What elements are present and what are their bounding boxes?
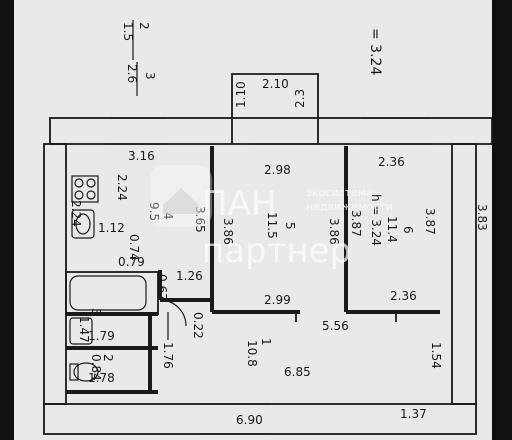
washbasin-icon <box>69 317 93 345</box>
room-3-number: 3 <box>89 308 103 316</box>
kitchen-sink-icon <box>71 209 95 239</box>
burner-icon <box>86 178 96 188</box>
room-2-area: 0.84 <box>89 354 103 381</box>
dim-1-79: 1.79 <box>88 329 115 343</box>
dim-0-22: 0.22 <box>191 312 205 339</box>
room-1-number: 1 <box>259 338 273 346</box>
dimensions: 2.10 1.10 2.3 = 3.24 2 1.5 3 2.6 3.16 2.… <box>69 20 489 427</box>
dim-3-86-a: 3.86 <box>221 218 235 245</box>
house-shape-icon <box>163 188 199 214</box>
door-swing-icon <box>159 299 187 327</box>
dim-2-36-bottom: 2.36 <box>390 289 417 303</box>
dim-3-86-b: 3.86 <box>327 218 341 245</box>
room-4-area: 9.5 <box>147 202 161 221</box>
fixtures <box>69 175 187 382</box>
room-6-area: 11.4 <box>385 216 399 243</box>
toilet-tank-icon <box>69 363 79 381</box>
burner-icon <box>74 190 84 200</box>
watermark-tag1: экосистема <box>306 186 373 199</box>
dim-2-24-b: 2.24 <box>69 200 83 227</box>
dim-1-26: 1.26 <box>176 269 203 283</box>
room-5-number: 5 <box>283 222 297 230</box>
frac2-den: 2.6 <box>125 64 139 83</box>
dim-2-98: 2.98 <box>264 163 291 177</box>
dim-5-56: 5.56 <box>322 319 349 333</box>
dim-0-67: 0.67 <box>155 274 169 301</box>
burner-icon <box>86 190 96 200</box>
bathtub-icon <box>69 275 147 311</box>
dim-0-74: 0.74 <box>127 234 141 261</box>
dim-2-3: 2.3 <box>293 89 307 108</box>
frac1-den: 1.5 <box>121 22 135 41</box>
dim-1-76: 1.76 <box>161 342 175 369</box>
ceiling-height-label: h = 3.24 <box>369 194 383 246</box>
room-4-number: 4 <box>161 212 175 220</box>
dim-3-87-b: 3.87 <box>423 208 437 235</box>
watermark: ПАН партнер экосистема недвижимости <box>150 165 393 271</box>
dim-1-10: 1.10 <box>234 81 248 108</box>
balcony-outline <box>231 73 319 144</box>
sink-bowl-icon <box>75 213 91 235</box>
dim-2-99: 2.99 <box>264 293 291 307</box>
watermark-line2: партнер <box>202 231 351 271</box>
dim-6-85: 6.85 <box>284 365 311 379</box>
dim-2-24: 2.24 <box>115 174 129 201</box>
dim-0-79: 0.79 <box>118 255 145 269</box>
dim-1-12: 1.12 <box>98 221 125 235</box>
room-1-area: 10.8 <box>245 340 259 367</box>
dim-2-36-top: 2.36 <box>378 155 405 169</box>
stove-icon <box>71 175 99 203</box>
room-6-number: 6 <box>401 226 415 234</box>
toilet-icon <box>73 362 99 382</box>
dim-3-83: 3.83 <box>475 204 489 231</box>
dim-1-37: 1.37 <box>400 407 427 421</box>
frac1-num: 2 <box>137 22 151 30</box>
dim-3-16: 3.16 <box>128 149 155 163</box>
frac2-num: 3 <box>143 72 157 80</box>
room-2-number: 2 <box>101 354 115 362</box>
watermark-line1: ПАН <box>202 184 276 224</box>
burner-icon <box>74 178 84 188</box>
dim-1-78: 1.78 <box>88 371 115 385</box>
room-3-area: 1.47 <box>77 316 91 343</box>
dim-1-54: 1.54 <box>429 342 443 369</box>
walls <box>43 73 493 435</box>
watermark-tag2: недвижимости <box>306 200 393 213</box>
room-5-area: 11.5 <box>265 212 279 239</box>
dim-2-10: 2.10 <box>262 77 289 91</box>
dim-3-87-a: 3.87 <box>349 210 363 237</box>
dim-6-90: 6.90 <box>236 413 263 427</box>
ceiling-height-top: = 3.24 <box>367 28 383 75</box>
